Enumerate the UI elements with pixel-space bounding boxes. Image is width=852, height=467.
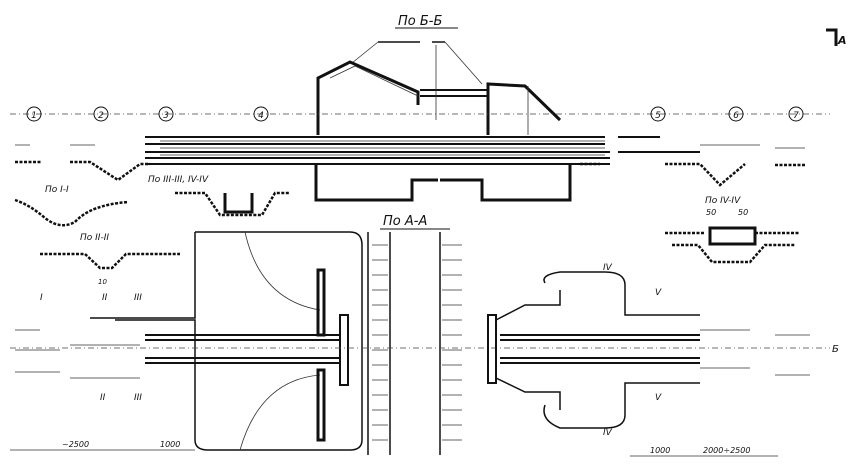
plan-road [367,232,462,455]
svg-text:II: II [102,293,108,303]
dimension-lines: ~2500 1000 1000 2000÷2500 [10,440,778,457]
plan-right-headwall [487,271,810,429]
svg-text:2: 2 [98,111,104,121]
svg-text:1: 1 [31,111,37,121]
svg-text:По III-III, IV-IV: По III-III, IV-IV [148,175,209,185]
svg-text:50: 50 [738,208,748,217]
svg-text:III: III [134,393,142,403]
svg-text:II: II [100,393,106,403]
axis-marker-2: 2 [93,106,109,122]
axis-markers: 1 2 3 4 5 6 7 [26,106,804,122]
svg-text:III: III [134,293,142,303]
axis-marker-5: 5 [650,106,666,122]
svg-text:~2500: ~2500 [62,440,89,449]
axis-marker-6: 6 [728,106,744,122]
section-aa-title: По А-А [383,214,427,229]
axis-marker-3: 3 [158,106,174,122]
svg-text:По II-II: По II-II [80,233,109,243]
section-ii: По II-II 10 [40,233,180,286]
svg-text:IV: IV [603,263,613,273]
axis-marker-4: 4 [253,106,269,122]
axis-marker-1: 1 [26,106,42,122]
svg-text:6: 6 [733,111,739,121]
svg-text:1000: 1000 [650,446,670,455]
svg-text:По I-I: По I-I [45,185,69,195]
svg-text:А: А [837,34,847,47]
svg-text:7: 7 [793,111,799,121]
svg-text:I: I [40,293,43,303]
svg-text:4: 4 [258,111,264,121]
cut-a-marker: А [826,28,847,47]
svg-text:2000÷2500: 2000÷2500 [703,446,750,455]
section-iii: По III-III, IV-IV [148,175,290,217]
axis-marker-7: 7 [788,106,804,122]
svg-text:По IV-IV: По IV-IV [705,196,741,206]
profile-structure [15,41,805,202]
section-i: По I-I [14,185,129,227]
svg-text:V: V [655,288,662,298]
svg-text:V: V [655,393,662,403]
section-bb-title: По Б-Б [398,14,442,29]
svg-text:IV: IV [603,428,613,438]
svg-text:5: 5 [655,111,661,121]
cut-b-marker: Б [832,344,839,355]
svg-text:50: 50 [706,208,716,217]
section-marks: I II III II III IV IV V V [40,263,662,438]
svg-text:3: 3 [163,111,169,121]
svg-text:1000: 1000 [160,440,180,449]
plan-left-headwall [15,231,363,451]
svg-text:10: 10 [98,278,107,286]
section-iv: По IV-IV 50 50 [665,196,800,264]
